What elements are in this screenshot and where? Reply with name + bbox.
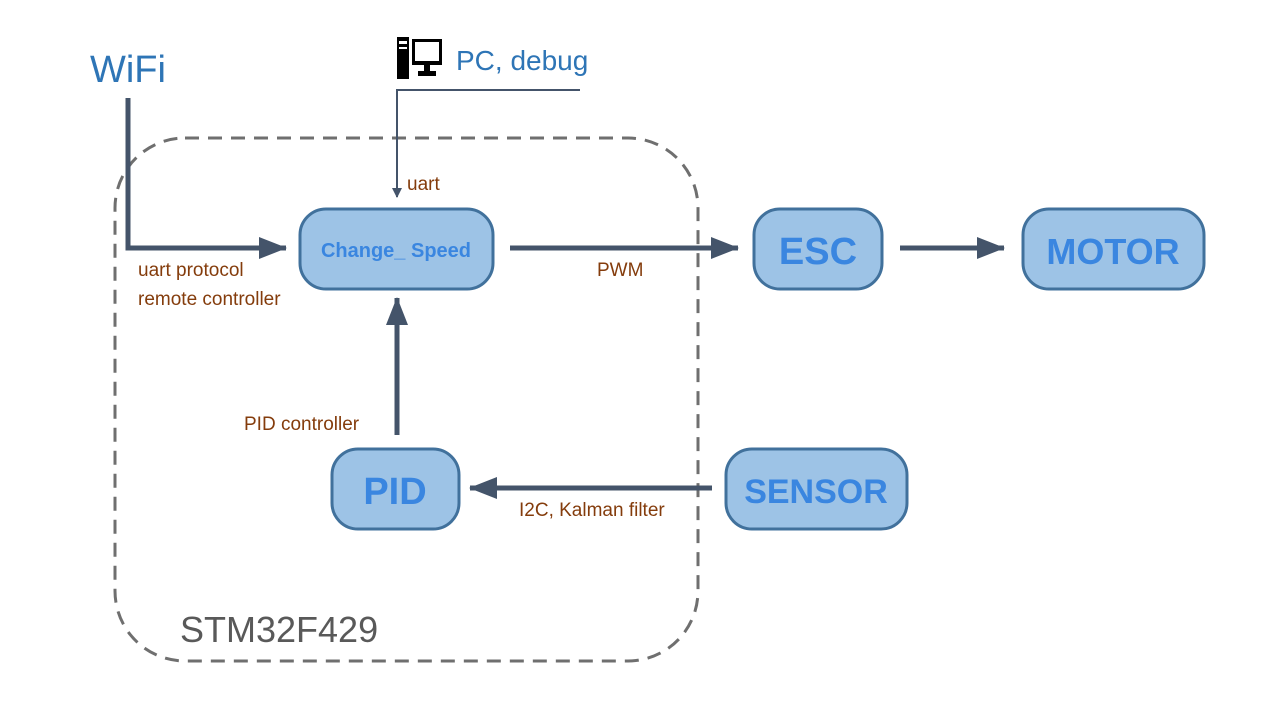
wifi-label: WiFi — [90, 49, 166, 91]
edge-label-remote-controller: remote controller — [138, 289, 281, 310]
node-change-speed-label: Change_ Speed — [321, 240, 471, 262]
node-motor-label: MOTOR — [1046, 231, 1179, 272]
edge-label-i2c-kalman: I2C, Kalman filter — [519, 500, 665, 521]
edge-label-uart-protocol: uart protocol — [138, 260, 244, 281]
edge-label-pwm: PWM — [597, 260, 643, 281]
node-pid: PID — [330, 447, 461, 531]
node-esc-label: ESC — [779, 231, 857, 273]
boundary-label: STM32F429 — [180, 609, 378, 650]
stm32-boundary — [113, 136, 700, 663]
node-motor: MOTOR — [1021, 207, 1206, 291]
wifi-to-change-speed-arrow — [125, 98, 287, 259]
edge-label-uart: uart — [407, 174, 440, 195]
node-sensor: SENSOR — [724, 447, 909, 531]
node-change-speed: Change_ Speed — [298, 207, 495, 291]
pc-debug-label: PC, debug — [456, 45, 588, 76]
desktop-computer-icon — [397, 37, 442, 79]
edge-label-pid-controller: PID controller — [244, 414, 360, 435]
node-pid-label: PID — [363, 471, 426, 513]
node-sensor-label: SENSOR — [744, 473, 888, 511]
node-esc: ESC — [752, 207, 884, 291]
pc-to-change-speed-arrow — [392, 89, 580, 198]
